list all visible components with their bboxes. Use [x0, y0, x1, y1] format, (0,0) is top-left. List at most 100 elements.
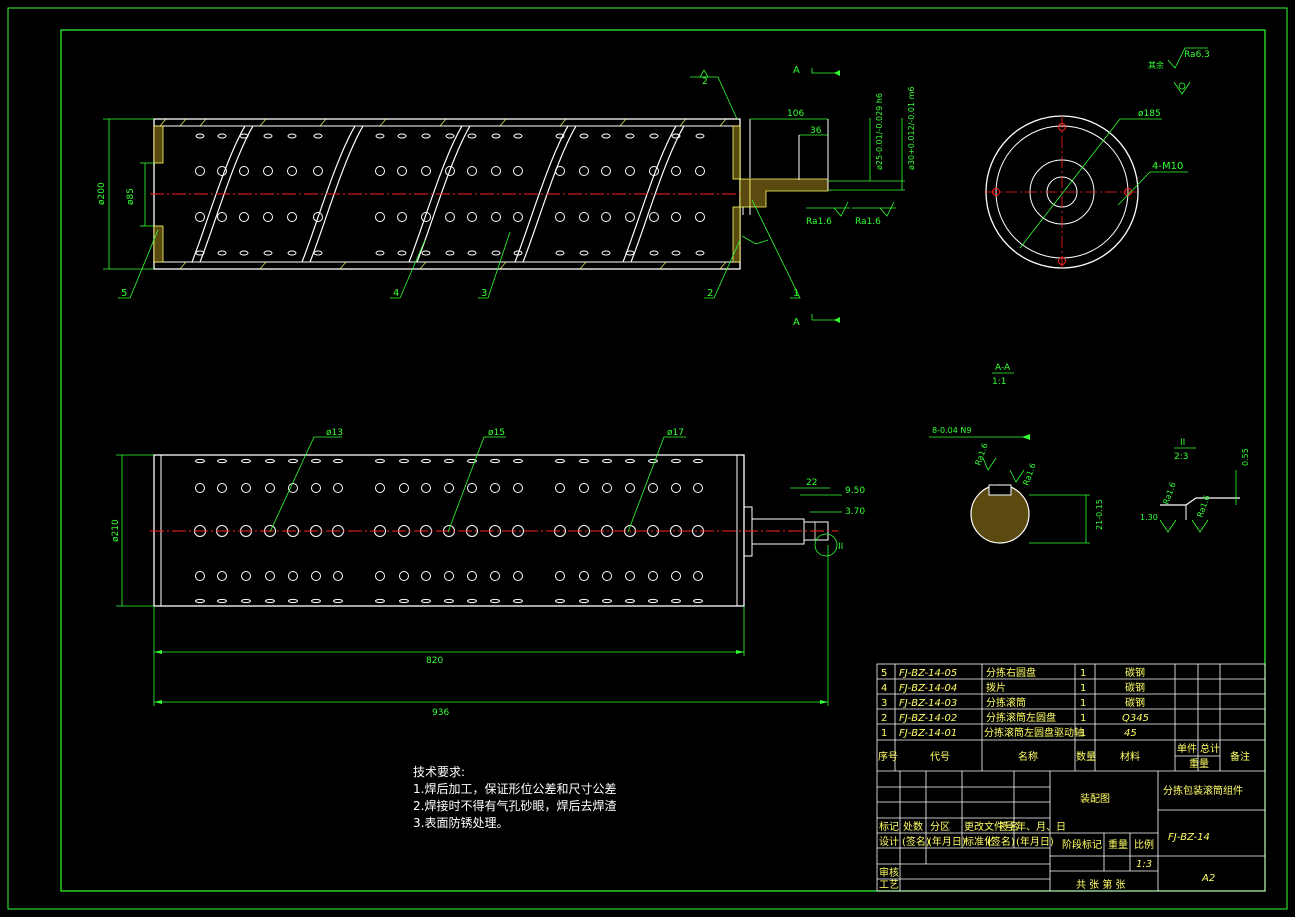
perforation-hole — [513, 458, 523, 464]
perforation-hole — [333, 458, 343, 464]
perforation-hole — [333, 598, 343, 604]
perforation-hole — [241, 598, 251, 604]
bom-qty-2: 1 — [1080, 713, 1086, 724]
perforation-hole — [671, 571, 681, 581]
bom-header-name: 名称 — [1018, 750, 1038, 763]
perforation-hole — [288, 598, 298, 604]
perforation-hole — [421, 250, 431, 256]
dim-9-50: 9.50 — [845, 486, 865, 496]
process-label: 工艺 — [879, 879, 899, 891]
perforation-hole — [467, 250, 477, 256]
ra-right: Ra1.6 — [855, 217, 881, 227]
perforation-hole — [444, 483, 454, 493]
tb-r1-c6: 年、月、日 — [1016, 820, 1066, 833]
perforation-hole — [445, 250, 455, 256]
note-item-2: 2.焊接时不得有气孔砂眼，焊后去焊渣 — [413, 799, 617, 813]
bom-mat-2: Q345 — [1122, 713, 1149, 724]
bom-mat-1: 45 — [1124, 728, 1137, 739]
tb-r1-c2: 处数 — [903, 820, 923, 833]
detail-ref: II — [838, 542, 843, 552]
perforation-hole — [513, 166, 523, 176]
scale-value: 1:3 — [1136, 859, 1152, 870]
bom-name-3: 分拣滚筒 — [986, 696, 1026, 709]
bom-no-5: 5 — [881, 668, 887, 679]
bom-name-1: 分拣滚筒左圆盘驱动轴 — [984, 726, 1084, 739]
perforation-hole — [693, 483, 703, 493]
detail-scale: 2:3 — [1174, 452, 1188, 462]
roughness-note: 其余 Ra6.3 — [1148, 47, 1210, 95]
ra-detail-1: Ra1.6 — [1161, 481, 1177, 506]
perforation-hole — [239, 166, 249, 176]
perforation-hole — [467, 212, 477, 222]
bom-qty-3: 1 — [1080, 698, 1086, 709]
perforation-hole — [375, 458, 385, 464]
weld-size: 2 — [702, 77, 708, 87]
perforation-hole — [467, 483, 477, 493]
perforation-hole — [288, 571, 298, 581]
perforation-hole — [625, 212, 635, 222]
detail-title: II — [1180, 438, 1185, 448]
roughness-value: Ra6.3 — [1184, 50, 1210, 60]
perforation-hole — [467, 571, 477, 581]
perforation-hole — [579, 133, 589, 139]
part-no-2: 2 — [707, 288, 713, 299]
hole-d15: ø15 — [488, 428, 505, 438]
perforation-hole — [693, 571, 703, 581]
perforation-hole — [555, 166, 565, 176]
tb-r2-c3: (年月日) — [928, 835, 966, 848]
roughness-rest-label: 其余 — [1148, 60, 1164, 70]
inner-frame — [60, 29, 1266, 892]
perforation-hole — [217, 571, 227, 581]
perforation-hole — [490, 598, 500, 604]
detail-055: 0.55 — [1241, 448, 1250, 466]
perforation-hole — [421, 458, 431, 464]
perforation-hole — [421, 571, 431, 581]
perforation-hole — [649, 166, 659, 176]
perforation-hole — [579, 166, 589, 176]
plan-view: ø210 ø13 ø15 ø17 22 9.50 3.70 II 820 936 — [111, 428, 865, 718]
perforation-hole — [579, 483, 589, 493]
perforation-hole — [195, 166, 205, 176]
perforation-hole — [399, 598, 409, 604]
perforation-hole — [555, 212, 565, 222]
perforation-hole — [239, 133, 249, 139]
dim-36: 36 — [810, 126, 822, 136]
detail-130: 1.30 — [1140, 513, 1158, 522]
outer-border — [7, 7, 1288, 910]
perforation-hole — [513, 133, 523, 139]
perforation-hole — [287, 212, 297, 222]
perforation-hole — [313, 250, 323, 256]
perforation-hole — [217, 250, 227, 256]
bom-header-remark: 备注 — [1230, 750, 1250, 763]
perforation-hole — [648, 483, 658, 493]
tb-r2-c4: 标准化 — [964, 835, 994, 848]
perforation-hole — [490, 571, 500, 581]
dim-d200: ø200 — [97, 182, 107, 205]
perforation-hole — [602, 598, 612, 604]
perforation-hole — [602, 483, 612, 493]
paper-size: A2 — [1201, 873, 1215, 884]
part-no-5: 5 — [121, 288, 127, 299]
key-width: 8-0.04 N9 — [932, 426, 971, 435]
bom-name-5: 分拣右圆盘 — [986, 666, 1036, 679]
perforation-hole — [287, 166, 297, 176]
perforation-hole — [265, 571, 275, 581]
perforation-hole — [513, 571, 523, 581]
perforation-hole — [313, 212, 323, 222]
perforation-hole — [491, 166, 501, 176]
note-item-3: 3.表面防锈处理。 — [413, 816, 509, 830]
perforation-hole — [602, 458, 612, 464]
perforation-hole — [375, 483, 385, 493]
perforation-hole — [239, 250, 249, 256]
bom-no-1: 1 — [881, 728, 887, 739]
perforation-hole — [375, 571, 385, 581]
perforation-hole — [333, 483, 343, 493]
perforation-hole — [555, 598, 565, 604]
perforation-hole — [555, 483, 565, 493]
perforation-hole — [421, 166, 431, 176]
perforation-hole — [313, 133, 323, 139]
perforation-hole — [265, 458, 275, 464]
part-no-1: 1 — [793, 288, 799, 299]
hole-d17: ø17 — [667, 428, 684, 438]
bom-header-weight: 重量 — [1189, 757, 1209, 770]
